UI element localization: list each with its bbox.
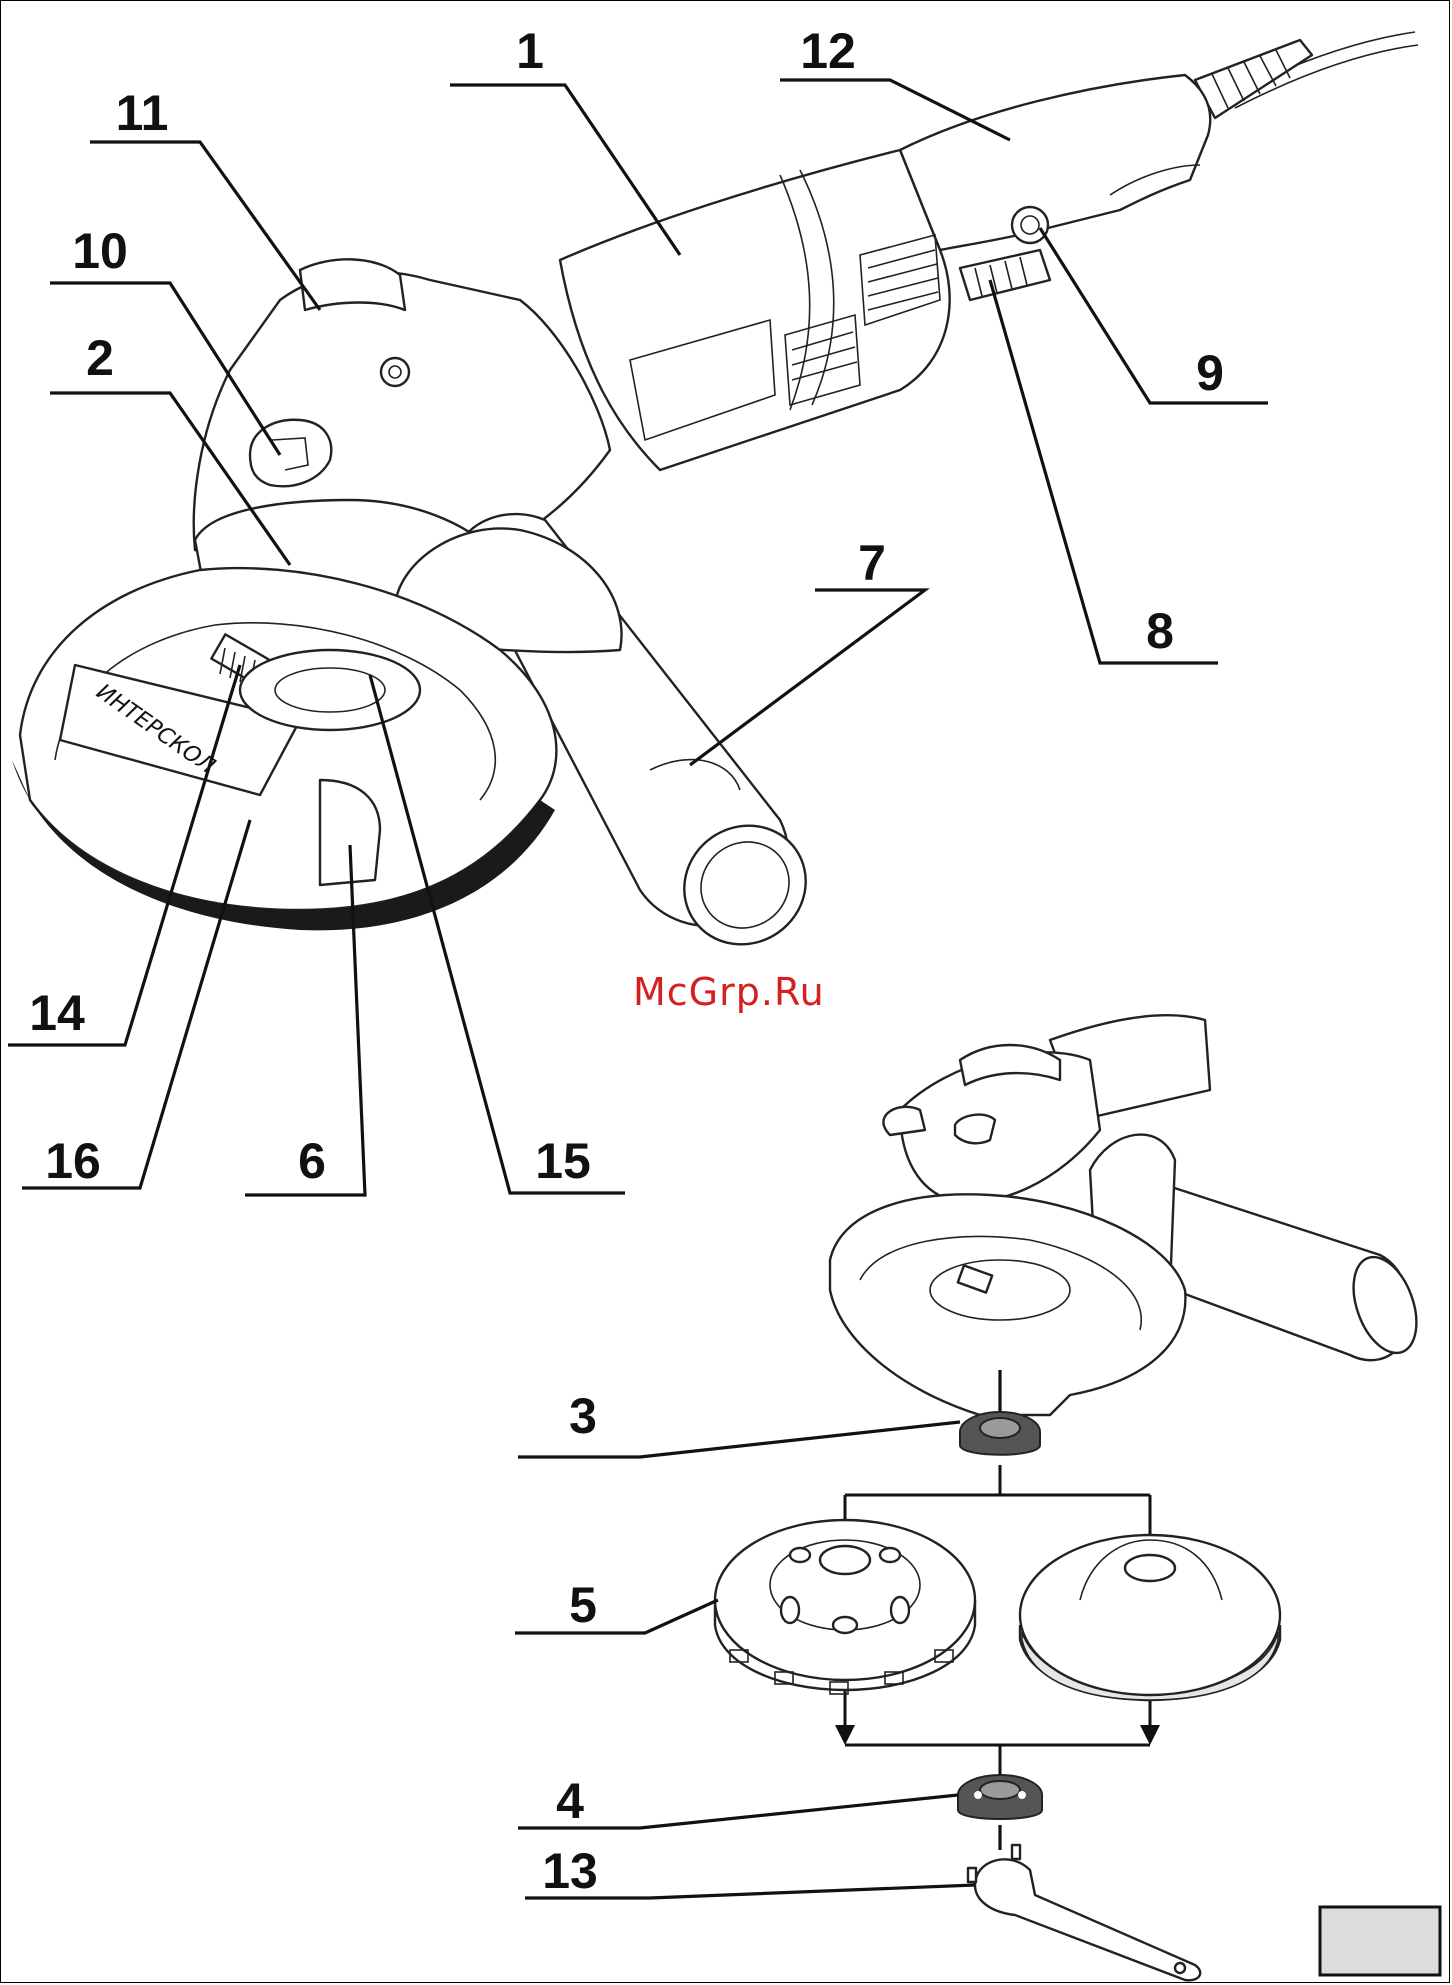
callout-4: 4 xyxy=(556,1773,584,1829)
callout-15: 15 xyxy=(535,1133,591,1189)
page-number-tab xyxy=(1320,1907,1440,1975)
callout-1: 1 xyxy=(516,23,544,79)
watermark: McGrp.Ru xyxy=(633,970,825,1014)
assembly-grinder-illustration xyxy=(830,1015,1428,1415)
spindle-flange xyxy=(240,650,420,730)
rear-handle xyxy=(900,75,1210,250)
pin-spanner xyxy=(968,1845,1200,1980)
callout-8: 8 xyxy=(1146,603,1174,659)
lock-button xyxy=(1012,207,1048,243)
callout-7: 7 xyxy=(858,535,886,591)
callout-6: 6 xyxy=(298,1133,326,1189)
diamond-cup-wheel xyxy=(715,1520,975,1694)
trigger-switch xyxy=(960,250,1050,300)
motor-housing xyxy=(560,150,950,470)
callout-2: 2 xyxy=(86,330,114,386)
abrasive-disc xyxy=(1020,1535,1280,1700)
callout-13: 13 xyxy=(542,1843,598,1899)
callout-9: 9 xyxy=(1196,345,1224,401)
callout-5: 5 xyxy=(569,1577,597,1633)
callout-16: 16 xyxy=(45,1133,101,1189)
outer-flange-nut xyxy=(958,1775,1042,1850)
callout-14: 14 xyxy=(29,985,85,1041)
callout-10: 10 xyxy=(72,223,128,279)
callout-11: 11 xyxy=(116,85,169,141)
callout-12: 12 xyxy=(800,23,856,79)
cord-strain-relief xyxy=(1195,40,1312,118)
callout-3: 3 xyxy=(569,1388,597,1444)
